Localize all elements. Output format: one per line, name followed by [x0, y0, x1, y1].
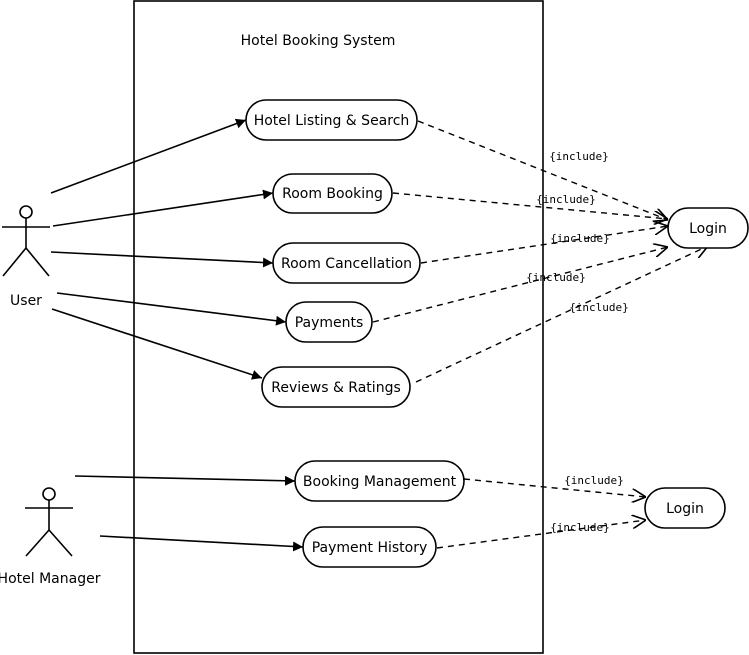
- actor-user[interactable]: User: [2, 205, 50, 309]
- usecase-room-cancellation[interactable]: Room Cancellation: [272, 242, 421, 284]
- association-user-room-cancellation: [50, 251, 274, 268]
- system-boundary: [133, 0, 544, 654]
- usecase-booking-management[interactable]: Booking Management: [294, 460, 465, 502]
- usecase-payment-history[interactable]: Payment History: [302, 526, 437, 568]
- actor-label-user: User: [10, 293, 42, 309]
- association-user-room-booking: [52, 189, 274, 227]
- usecase-login-2[interactable]: Login: [644, 487, 726, 529]
- include-payment-history-login-2: [436, 520, 646, 549]
- usecase-reviews-ratings[interactable]: Reviews & Ratings: [261, 366, 411, 408]
- actor-right-leg: [25, 247, 50, 277]
- usecase-payments[interactable]: Payments: [285, 301, 373, 343]
- association-user-hotel-listing-search: [50, 118, 247, 194]
- usecase-label: Login: [666, 501, 704, 517]
- association-user-reviews-ratings: [51, 308, 263, 380]
- usecase-label: Room Cancellation: [281, 256, 412, 272]
- usecase-label: Reviews & Ratings: [271, 380, 401, 396]
- system-title: Hotel Booking System: [241, 33, 396, 49]
- association-user-payments: [56, 292, 287, 326]
- include-label: {include}: [549, 150, 609, 163]
- include-payments-login-1: [372, 247, 668, 323]
- include-label: {include}: [526, 271, 586, 284]
- actor-head: [42, 487, 56, 501]
- include-reviews-ratings-login-1: [415, 246, 708, 383]
- usecase-login-1[interactable]: Login: [667, 207, 749, 249]
- actor-label-hotel-manager: Hotel Manager: [0, 571, 101, 587]
- include-hotel-listing-search-login-1: [417, 120, 668, 220]
- actor-hotel-manager[interactable]: Hotel Manager: [0, 487, 101, 587]
- association-lines: [50, 118, 304, 552]
- include-label: {include}: [550, 521, 610, 534]
- include-label: {include}: [536, 193, 596, 206]
- usecase-label: Hotel Listing & Search: [254, 113, 410, 129]
- usecase-label: Booking Management: [303, 474, 457, 490]
- usecase-label: Room Booking: [282, 186, 383, 202]
- usecase-label: Login: [689, 221, 727, 237]
- association-manager-payment-history: [99, 535, 304, 552]
- usecase-hotel-listing-search[interactable]: Hotel Listing & Search: [245, 99, 418, 141]
- usecase-label: Payment History: [312, 540, 428, 556]
- association-manager-booking-management: [74, 475, 296, 486]
- actor-left-leg: [2, 247, 27, 277]
- actor-left-leg: [25, 529, 50, 557]
- include-label: {include}: [564, 474, 624, 487]
- include-room-cancellation-login-1: [420, 226, 668, 264]
- include-room-booking-login-1: [392, 192, 668, 219]
- include-label: {include}: [550, 232, 610, 245]
- actor-head: [19, 205, 33, 219]
- usecase-room-booking[interactable]: Room Booking: [272, 173, 393, 214]
- include-booking-management-login-2: [463, 478, 646, 497]
- include-lines: {include} {include} {include} {include} {inc…: [372, 120, 708, 549]
- usecase-label: Payments: [295, 315, 364, 331]
- actor-right-leg: [48, 529, 73, 557]
- include-label: {include}: [569, 301, 629, 314]
